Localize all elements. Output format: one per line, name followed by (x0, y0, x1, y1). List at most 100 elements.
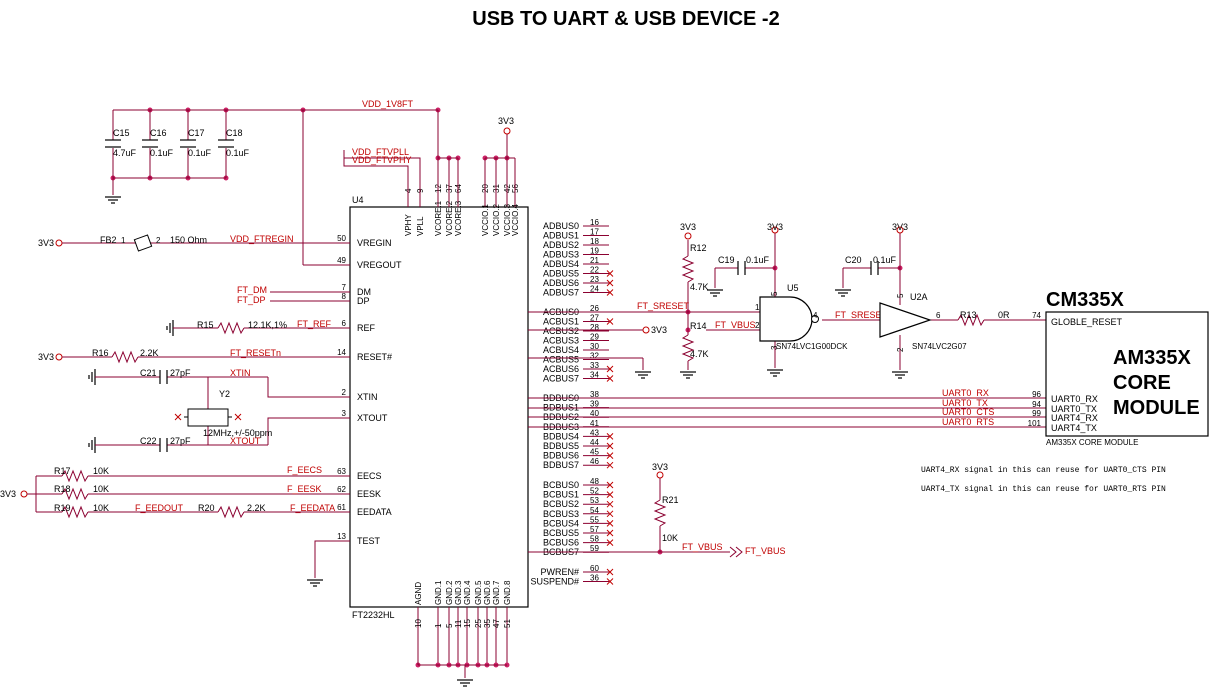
u4-pin-num: 58 (590, 535, 599, 544)
u4-pin-num: 17 (590, 228, 599, 237)
u4-pin-name-adbus0: ADBUS0 (543, 221, 579, 231)
c22-ref: C22 (140, 436, 157, 446)
r13-value: 0R (998, 310, 1010, 320)
c18-value: 0.1uF (226, 148, 250, 158)
net-vdd-ftvpll: VDD_FTVPLL (352, 147, 409, 157)
u4-pin-num: 8 (342, 292, 347, 301)
net-f-eedout: F_EEDOUT (135, 503, 184, 513)
fb2-3v3-label: 3V3 (38, 238, 54, 248)
u4-pin-num: 46 (590, 457, 599, 466)
u4-bottom-pin-name: GND.3 (454, 580, 463, 605)
net-vdd-1v8ft: VDD_1V8FT (362, 99, 414, 109)
u4-pin-name-adbus7: ADBUS7 (543, 288, 579, 298)
u4-bottom-pin-num: 51 (503, 619, 512, 628)
u4-top-pin-name: VCCIO.3 (503, 203, 512, 236)
u4-pin-name-adbus4: ADBUS4 (543, 259, 579, 269)
r12-value: 4.7K (690, 282, 709, 292)
r16-3v3-label: 3V3 (38, 352, 54, 362)
u5-pin1: 1 (755, 303, 760, 312)
module-title-line1: AM335X (1113, 347, 1191, 369)
u4-pin-name-acbus6: ACBUS6 (543, 364, 579, 374)
u2a-ref: U2A (910, 292, 928, 302)
u4-pin-num: 27 (590, 314, 599, 323)
r17-value: 10K (93, 466, 109, 476)
u4-pin-name-bcbus1: BCBUS1 (543, 490, 579, 500)
y2-value: 12MHz,+/-50ppm (203, 428, 272, 438)
y2-ref: Y2 (219, 389, 230, 399)
r14-ref: R14 (690, 321, 707, 331)
c21-value: 27pF (170, 368, 191, 378)
u4-bottom-pin-name: GND.4 (463, 580, 472, 605)
r21-ref: R21 (662, 495, 679, 505)
u5-pin3: 3 (770, 345, 779, 350)
module-pin-name: UART4_TX (1051, 423, 1097, 433)
u4-bottom-pin-num: 35 (483, 619, 492, 628)
r17-ref: R17 (54, 466, 71, 476)
u4-top-pin-name: VPLL (416, 216, 425, 236)
u4-bottom-pin-name: GND.6 (483, 580, 492, 605)
u4-pin-name-bcbus2: BCBUS2 (543, 499, 579, 509)
module-pins: UART0_RX96UART0_TX94UART4_RX99UART4_TX10… (1028, 390, 1098, 433)
module-pin-num: 94 (1032, 400, 1041, 409)
r15-ref: R15 (197, 320, 214, 330)
note-uart4-rx: UART4_RX signal in this can reuse for UA… (921, 466, 1166, 475)
u4-pin-num: 54 (590, 506, 599, 515)
u4-pin-num: 14 (337, 348, 346, 357)
module-pin-num: 96 (1032, 390, 1041, 399)
u4-bottom-pin-num: 1 (434, 623, 443, 628)
u4-pin-name-adbus3: ADBUS3 (543, 250, 579, 260)
u4-pin-num: 34 (590, 371, 599, 380)
u4-pin-num: 40 (590, 409, 599, 418)
u4-top-pin-name: VCORE.2 (445, 200, 454, 236)
u2a-3v3-label: 3V3 (892, 222, 908, 232)
u4-pin-name-dp: DP (357, 296, 370, 306)
u4-left-pins: VREGIN50VREGOUT49DM7DP8REF6RESET#14XTIN2… (337, 234, 402, 546)
net-f-eesk: F_EESK (287, 484, 322, 494)
module-footer: AM335X CORE MODULE (1046, 438, 1138, 447)
u4-pin-num: 22 (590, 266, 599, 275)
r13-ref: R13 (960, 310, 977, 320)
r15-value: 12.1K,1% (248, 320, 287, 330)
u4-bottom-pin-name: GND.5 (474, 580, 483, 605)
c19-value: 0.1uF (746, 255, 770, 265)
u4-pin-num: 49 (337, 256, 346, 265)
net-uart0-rts: UART0_RTS (942, 417, 994, 427)
u5-part: SN74LVC1G00DCK (776, 342, 848, 351)
c20-value: 0.1uF (873, 255, 897, 265)
u5-nand-gate (759, 296, 813, 342)
u4-pin-num: 59 (590, 544, 599, 553)
u4-pin-num: 41 (590, 419, 599, 428)
u4-pin-name-bcbus4: BCBUS4 (543, 518, 579, 528)
net-xtin: XTIN (230, 368, 251, 378)
u5-pin2: 2 (755, 321, 760, 330)
u4-pin-name-reset: RESET# (357, 352, 392, 362)
u4-bottom-pin-num: 11 (454, 619, 463, 628)
u4-pin-name-suspend: SUSPEND# (530, 577, 579, 587)
c19-ref: C19 (718, 255, 735, 265)
u4-pin-num: 39 (590, 400, 599, 409)
net-uart0-tx: UART0_TX (942, 398, 988, 408)
u4-pin-name-bdbus6: BDBUS6 (543, 451, 579, 461)
u4-top-pin-name: VCORE.1 (434, 200, 443, 236)
r21-value: 10K (662, 533, 678, 543)
u4-top-pin-name: VCCIO.4 (511, 203, 520, 236)
c16-value: 0.1uF (150, 148, 174, 158)
r12-ref: R12 (690, 243, 707, 253)
u4-pin-num: 30 (590, 342, 599, 351)
u4-bottom-pin-num: 10 (414, 619, 423, 628)
u4-bottom-pin-num: 47 (492, 619, 501, 628)
u4-pin-name-eesk: EESK (357, 489, 381, 499)
u4-pin-name-xtout: XTOUT (357, 413, 388, 423)
net-ft-resetn: FT_RESETn (230, 348, 281, 358)
u4-pin-name-acbus4: ACBUS4 (543, 345, 579, 355)
fb2-ref: FB2 (100, 235, 117, 245)
u4-pin-num: 38 (590, 390, 599, 399)
module-reset-pin-num: 74 (1032, 311, 1041, 320)
u4-pin-name-adbus6: ADBUS6 (543, 278, 579, 288)
u4-pin-num: 24 (590, 285, 599, 294)
net-ft-ref: FT_REF (297, 319, 332, 329)
c17-value: 0.1uF (188, 148, 212, 158)
u4-pin-name-bdbus5: BDBUS5 (543, 441, 579, 451)
u4-pin-name-bcbus5: BCBUS5 (543, 528, 579, 538)
